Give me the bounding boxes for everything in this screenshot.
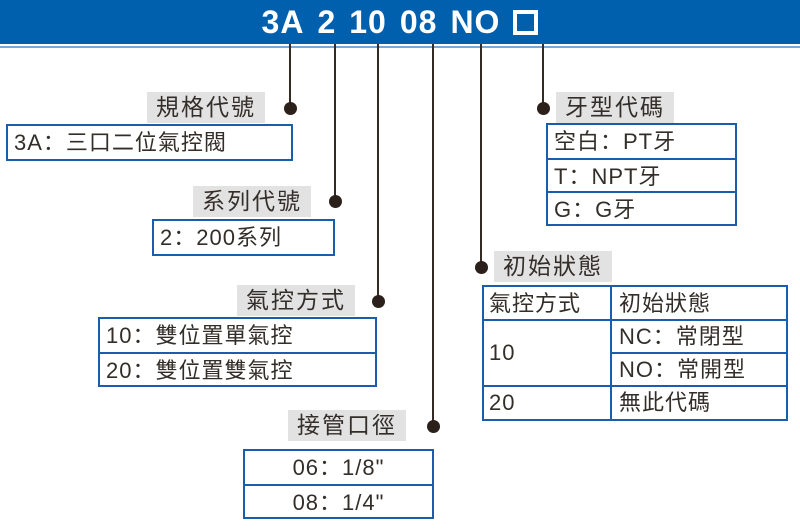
code-segment-initial-state: NO: [450, 3, 501, 40]
spec-option: 3A：三口二位氣控閥: [14, 130, 227, 155]
pilot-type-box: 10：雙位置單氣控 20：雙位置雙氣控: [98, 317, 377, 387]
spec-code-label: 規格代號: [147, 92, 265, 123]
thread-type-label: 牙型代碼: [556, 92, 674, 123]
cell-pilot-20: 20: [484, 387, 612, 419]
state-no: NO：常開型: [612, 352, 786, 385]
connector-dot-thread: [537, 102, 550, 115]
thread-type-box: 空白：PT牙 T：NPT牙 G：G牙: [546, 123, 737, 226]
cell-states-10: NC：常閉型 NO：常開型: [612, 321, 786, 385]
pilot-type-label: 氣控方式: [237, 285, 355, 316]
pilot-option-20: 20：雙位置雙氣控: [100, 352, 375, 385]
connector-line-initial-state: [480, 44, 482, 264]
cell-state-20: 無此代碼: [619, 390, 712, 415]
connector-dot-pilot: [372, 295, 385, 308]
code-segment-series: 2: [317, 3, 337, 40]
initial-state-label: 初始狀態: [494, 251, 612, 282]
connector-dot-spec: [284, 102, 297, 115]
code-segment-spec: 3A: [261, 3, 305, 40]
thread-option-blank: 空白：PT牙: [554, 129, 677, 154]
connector-dot-initial-state: [475, 261, 488, 274]
thread-option-t: T：NPT牙: [548, 158, 735, 191]
connector-line-port: [432, 44, 434, 423]
port-option-08: 08：1/4": [245, 484, 432, 517]
table-row-pilot-20: 20 無此代碼: [484, 387, 786, 419]
connector-line-pilot: [377, 44, 379, 298]
table-row-pilot-10: 10 NC：常閉型 NO：常開型: [484, 321, 786, 387]
thread-option-g: G：G牙: [548, 191, 735, 224]
code-segment-port: 08: [399, 3, 438, 40]
initial-state-table: 氣控方式 初始狀態 10 NC：常閉型 NO：常開型 20 無此代碼: [482, 285, 788, 421]
series-code-label: 系列代號: [193, 186, 311, 217]
connector-dot-port: [427, 420, 440, 433]
port-size-label: 接管口徑: [288, 410, 406, 441]
series-code-box: 2：200系列: [152, 219, 335, 256]
port-option-06: 06：1/8": [292, 455, 385, 480]
port-size-box: 06：1/8" 08：1/4": [243, 449, 434, 519]
header-initial-state: 初始狀態: [619, 291, 712, 316]
connector-line-spec: [289, 44, 291, 105]
pilot-option-10: 10：雙位置單氣控: [106, 323, 294, 348]
blank-option-box-icon: [513, 9, 539, 35]
spec-code-box: 3A：三口二位氣控閥: [6, 124, 293, 161]
header-pilot-type: 氣控方式: [484, 287, 612, 319]
connector-line-thread: [542, 44, 544, 105]
code-segment-pilot: 10: [349, 3, 387, 40]
model-code-banner: 3A 2 10 08 NO: [0, 0, 800, 44]
connector-dot-series: [329, 195, 342, 208]
cell-pilot-10: 10: [484, 321, 612, 385]
table-header-row: 氣控方式 初始狀態: [484, 287, 786, 321]
series-option: 2：200系列: [160, 225, 282, 250]
banner-underline: [0, 46, 800, 48]
state-nc: NC：常閉型: [619, 324, 745, 349]
connector-line-series: [334, 44, 336, 198]
